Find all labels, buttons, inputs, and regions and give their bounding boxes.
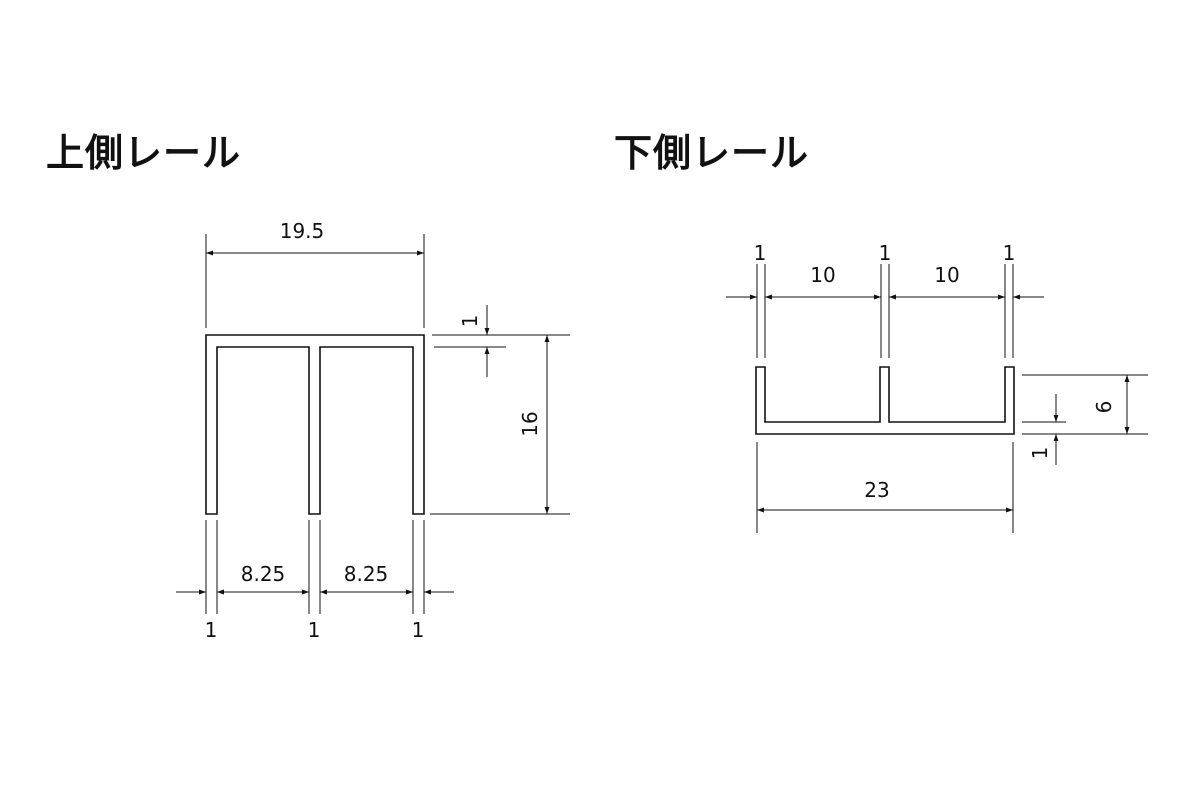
lower-wall-left-label: 1	[754, 241, 767, 265]
upper-wall-middle-label: 1	[308, 618, 321, 642]
lower-thickness-label: 1	[1028, 447, 1052, 460]
upper-wall-right-label: 1	[412, 618, 425, 642]
lower-rail-profile	[755, 366, 1015, 435]
lower-height-label: 6	[1092, 401, 1116, 414]
upper-width-label: 19.5	[280, 219, 325, 243]
upper-inner-left-label: 8.25	[241, 562, 286, 586]
upper-rail-profile	[205, 334, 425, 515]
upper-inner-right-label: 8.25	[344, 562, 389, 586]
lower-rail-title: 下側レール	[614, 131, 810, 175]
upper-rail-drawing: 19.5 16 1 8.25 8.25	[176, 219, 570, 642]
upper-wall-left-label: 1	[205, 618, 218, 642]
upper-height-label: 16	[518, 411, 542, 436]
lower-inner-left-label: 10	[810, 263, 835, 287]
lower-inner-right-label: 10	[934, 263, 959, 287]
upper-thickness-label: 1	[458, 315, 482, 328]
upper-rail-title: 上側レール	[46, 131, 242, 175]
lower-wall-middle-label: 1	[879, 241, 892, 265]
lower-width-label: 23	[864, 478, 889, 502]
lower-rail-drawing: 10 10 1 1 1 6 1 23	[726, 241, 1148, 533]
lower-wall-right-label: 1	[1003, 241, 1016, 265]
